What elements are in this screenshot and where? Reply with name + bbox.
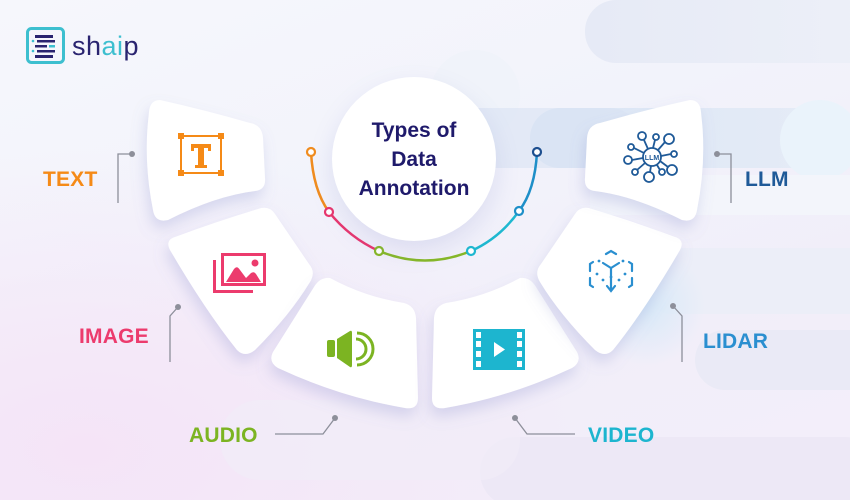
llm-network-icon: LLM bbox=[623, 131, 678, 183]
center-title-circle: Types of Data Annotation bbox=[332, 77, 496, 241]
label-video[interactable]: VIDEO bbox=[588, 424, 655, 447]
text-box-icon bbox=[178, 133, 224, 176]
3d-cube-icon bbox=[588, 249, 634, 293]
svg-text:LLM: LLM bbox=[645, 155, 660, 162]
label-image[interactable]: IMAGE bbox=[79, 325, 149, 348]
image-gallery-icon bbox=[213, 253, 266, 293]
card-lidar[interactable] bbox=[537, 207, 682, 354]
film-play-icon bbox=[473, 329, 525, 370]
speaker-icon bbox=[327, 330, 375, 368]
connector-lines bbox=[117, 153, 732, 435]
label-text[interactable]: TEXT bbox=[43, 168, 98, 191]
connector-dots bbox=[129, 151, 720, 421]
label-audio[interactable]: AUDIO bbox=[189, 424, 258, 447]
label-llm[interactable]: LLM bbox=[745, 168, 789, 191]
label-lidar[interactable]: LIDAR bbox=[703, 330, 769, 353]
page-title: Types of Data Annotation bbox=[358, 118, 470, 200]
document-lines-logo-icon bbox=[26, 27, 65, 64]
arc-nodes bbox=[305, 146, 543, 257]
card-text[interactable] bbox=[146, 100, 266, 221]
brand-logo[interactable]: shaip bbox=[26, 27, 139, 65]
brand-name: shaip bbox=[72, 30, 140, 61]
